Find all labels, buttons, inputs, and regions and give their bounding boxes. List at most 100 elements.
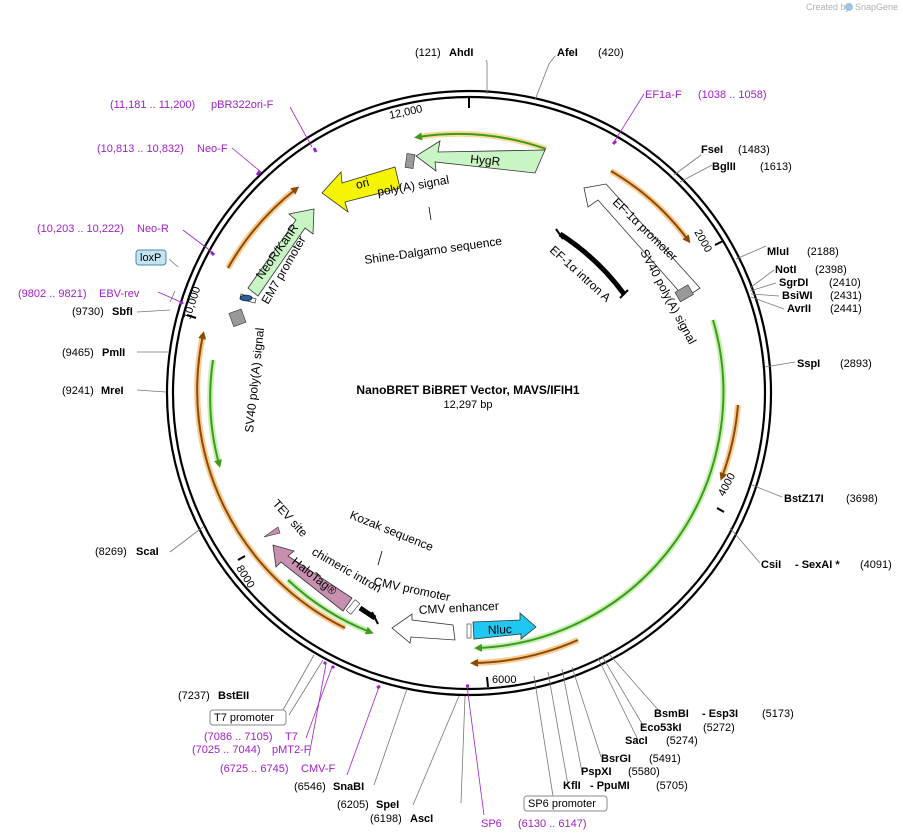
site-pspxi-name: PspXI <box>581 766 612 778</box>
primer-t7[interactable]: (7086 .. 7105) T7 <box>204 731 298 743</box>
site-bsmbi[interactable]: BsmBI - Esp3I (5173) <box>654 708 794 720</box>
site-pspxi-pos: (5580) <box>628 766 660 778</box>
primer-ef1a-f-name: EF1a-F <box>645 89 682 101</box>
site-sgrdi-pos: (2410) <box>829 277 861 289</box>
primer-neo-f[interactable]: (10,813 .. 10,832) Neo-F <box>97 143 228 155</box>
primer-pmt2-f[interactable]: (7025 .. 7044) pMT2-F <box>192 744 311 756</box>
cmv-arrow <box>391 613 456 644</box>
site-bstz17i-pos: (3698) <box>846 493 878 505</box>
kozak-label: Kozak sequence <box>348 508 436 554</box>
sv40-polya-left-box <box>228 308 247 328</box>
site-sbfi[interactable]: (9730) SbfI <box>72 306 133 318</box>
site-bsrgi-pos: (5491) <box>649 753 681 765</box>
site-eco53ki-name: Eco53kI <box>640 722 682 734</box>
site-csii[interactable]: CsiI - SexAI * (4091) <box>761 559 892 571</box>
primer-pbr322ori-f-name: pBR322ori-F <box>211 99 274 111</box>
site-esp3i-name: - Esp3I <box>702 708 738 720</box>
primer-neo-r-name: Neo-R <box>137 223 169 235</box>
watermark-app: SnapGene <box>855 2 898 12</box>
primer-cmv-f[interactable]: (6725 .. 6745) CMV-F <box>220 763 336 775</box>
watermark-created-by: Created by <box>806 2 851 12</box>
tick-2000: 2000 <box>691 228 714 255</box>
polya-top-box <box>404 153 416 169</box>
site-afei[interactable]: AfeI (420) <box>557 47 624 59</box>
tick-8000-mark <box>237 555 246 561</box>
site-sspi[interactable]: SspI (2893) <box>797 358 872 370</box>
site-snabi-name: SnaBI <box>333 781 364 793</box>
site-mlui[interactable]: MluI (2188) <box>767 246 839 258</box>
site-pmli-pos: (9465) <box>62 347 94 359</box>
site-spei-name: SpeI <box>376 799 399 811</box>
site-avrii-name: AvrII <box>787 303 811 315</box>
site-ppumi-name: - PpuMI <box>590 780 630 792</box>
backbone-inner-ring <box>171 95 767 691</box>
site-mrei[interactable]: (9241) MreI <box>62 385 124 397</box>
primer-neo-r-pos: (10,203 .. 10,222) <box>37 223 124 235</box>
site-csii-pos: (4091) <box>860 559 892 571</box>
site-pspxi[interactable]: PspXI (5580) <box>581 766 660 778</box>
primer-neo-r[interactable]: (10,203 .. 10,222) Neo-R <box>37 223 169 235</box>
site-asci-pos: (6198) <box>370 813 402 825</box>
site-avrii[interactable]: AvrII (2441) <box>787 303 862 315</box>
site-sgrdi-name: SgrDI <box>779 277 808 289</box>
site-eco53ki-pos: (5272) <box>703 722 735 734</box>
site-sbfi-name: SbfI <box>112 306 133 318</box>
site-snabi[interactable]: (6546) SnaBI <box>294 781 364 793</box>
orf-arcs <box>194 130 741 667</box>
orf-arc-right-long <box>477 319 727 651</box>
site-scai-pos: (8269) <box>95 546 127 558</box>
site-eco53ki[interactable]: Eco53kI (5272) <box>640 722 735 734</box>
site-avrii-pos: (2441) <box>830 303 862 315</box>
primer-ebv-rev[interactable]: (9802 .. 9821) EBV-rev <box>18 288 140 300</box>
primer-pbr322ori-f[interactable]: (11,181 .. 11,200) pBR322ori-F <box>110 99 274 111</box>
site-bsteii-name: BstEII <box>218 690 249 702</box>
site-spei[interactable]: (6205) SpeI <box>337 799 399 811</box>
primer-sp6[interactable]: SP6 (6130 .. 6147) <box>481 818 587 830</box>
site-sspi-name: SspI <box>797 358 820 370</box>
site-bsmbi-pos: (5173) <box>762 708 794 720</box>
leader-lines <box>136 55 796 806</box>
ef1a-promoter-arrow <box>583 183 701 299</box>
primer-cmv-f-name: CMV-F <box>301 763 336 775</box>
primer-ef1a-f[interactable]: EF1a-F (1038 .. 1058) <box>645 89 767 101</box>
site-mrei-pos: (9241) <box>62 385 94 397</box>
site-saci-pos: (5274) <box>666 735 698 747</box>
site-scai[interactable]: (8269) ScaI <box>95 546 159 558</box>
site-sexai-name: - SexAI * <box>795 559 840 571</box>
site-mrei-name: MreI <box>101 385 124 397</box>
site-kfli-pos: (5705) <box>656 780 688 792</box>
t7-promoter-label: T7 promoter <box>214 712 274 724</box>
shine-dalgarno-label: Shine-Dalgarno sequence <box>363 234 503 267</box>
primer-leader-lines <box>157 93 645 816</box>
chimeric-intron-bar <box>358 605 377 621</box>
ef1a-intron-label: EF-1α intron A <box>547 243 614 305</box>
site-sgrdi[interactable]: SgrDI (2410) <box>779 277 861 289</box>
site-asci-name: AscI <box>410 813 433 825</box>
site-pmli[interactable]: (9465) PmlI <box>62 347 125 359</box>
site-bsmbi-name: BsmBI <box>654 708 689 720</box>
primer-t7-pos: (7086 .. 7105) <box>204 731 273 743</box>
site-asci[interactable]: (6198) AscI <box>370 813 433 825</box>
sp6-promoter-box[interactable]: SP6 promoter <box>523 795 608 812</box>
site-bsiwi[interactable]: BsiWI (2431) <box>782 290 862 302</box>
site-ahdi[interactable]: (121) AhdI <box>415 47 473 59</box>
t7-promoter-box[interactable]: T7 promoter <box>209 709 287 726</box>
site-bsrgi[interactable]: BsrGI (5491) <box>601 753 681 765</box>
loxp-box[interactable]: loxP <box>135 249 167 266</box>
site-sbfi-pos: (9730) <box>72 306 104 318</box>
site-bsiwi-pos: (2431) <box>830 290 862 302</box>
snapgene-watermark: Created by SnapGene <box>806 2 898 12</box>
site-ahdi-name: AhdI <box>449 47 473 59</box>
hygr-label: HygR <box>470 152 501 169</box>
site-kfli[interactable]: KflI - PpuMI (5705) <box>563 780 688 792</box>
site-bsteii[interactable]: (7237) BstEII <box>178 690 249 702</box>
site-bglii[interactable]: BglII (1613) <box>712 161 792 173</box>
site-fsei[interactable]: FseI (1483) <box>701 144 770 156</box>
snapgene-logo-icon <box>845 3 853 11</box>
primer-sp6-pos: (6130 .. 6147) <box>518 818 587 830</box>
site-bstz17i[interactable]: BstZ17I (3698) <box>784 493 878 505</box>
site-noti[interactable]: NotI (2398) <box>775 264 847 276</box>
site-bglii-name: BglII <box>712 161 736 173</box>
site-saci[interactable]: SacI (5274) <box>625 735 698 747</box>
